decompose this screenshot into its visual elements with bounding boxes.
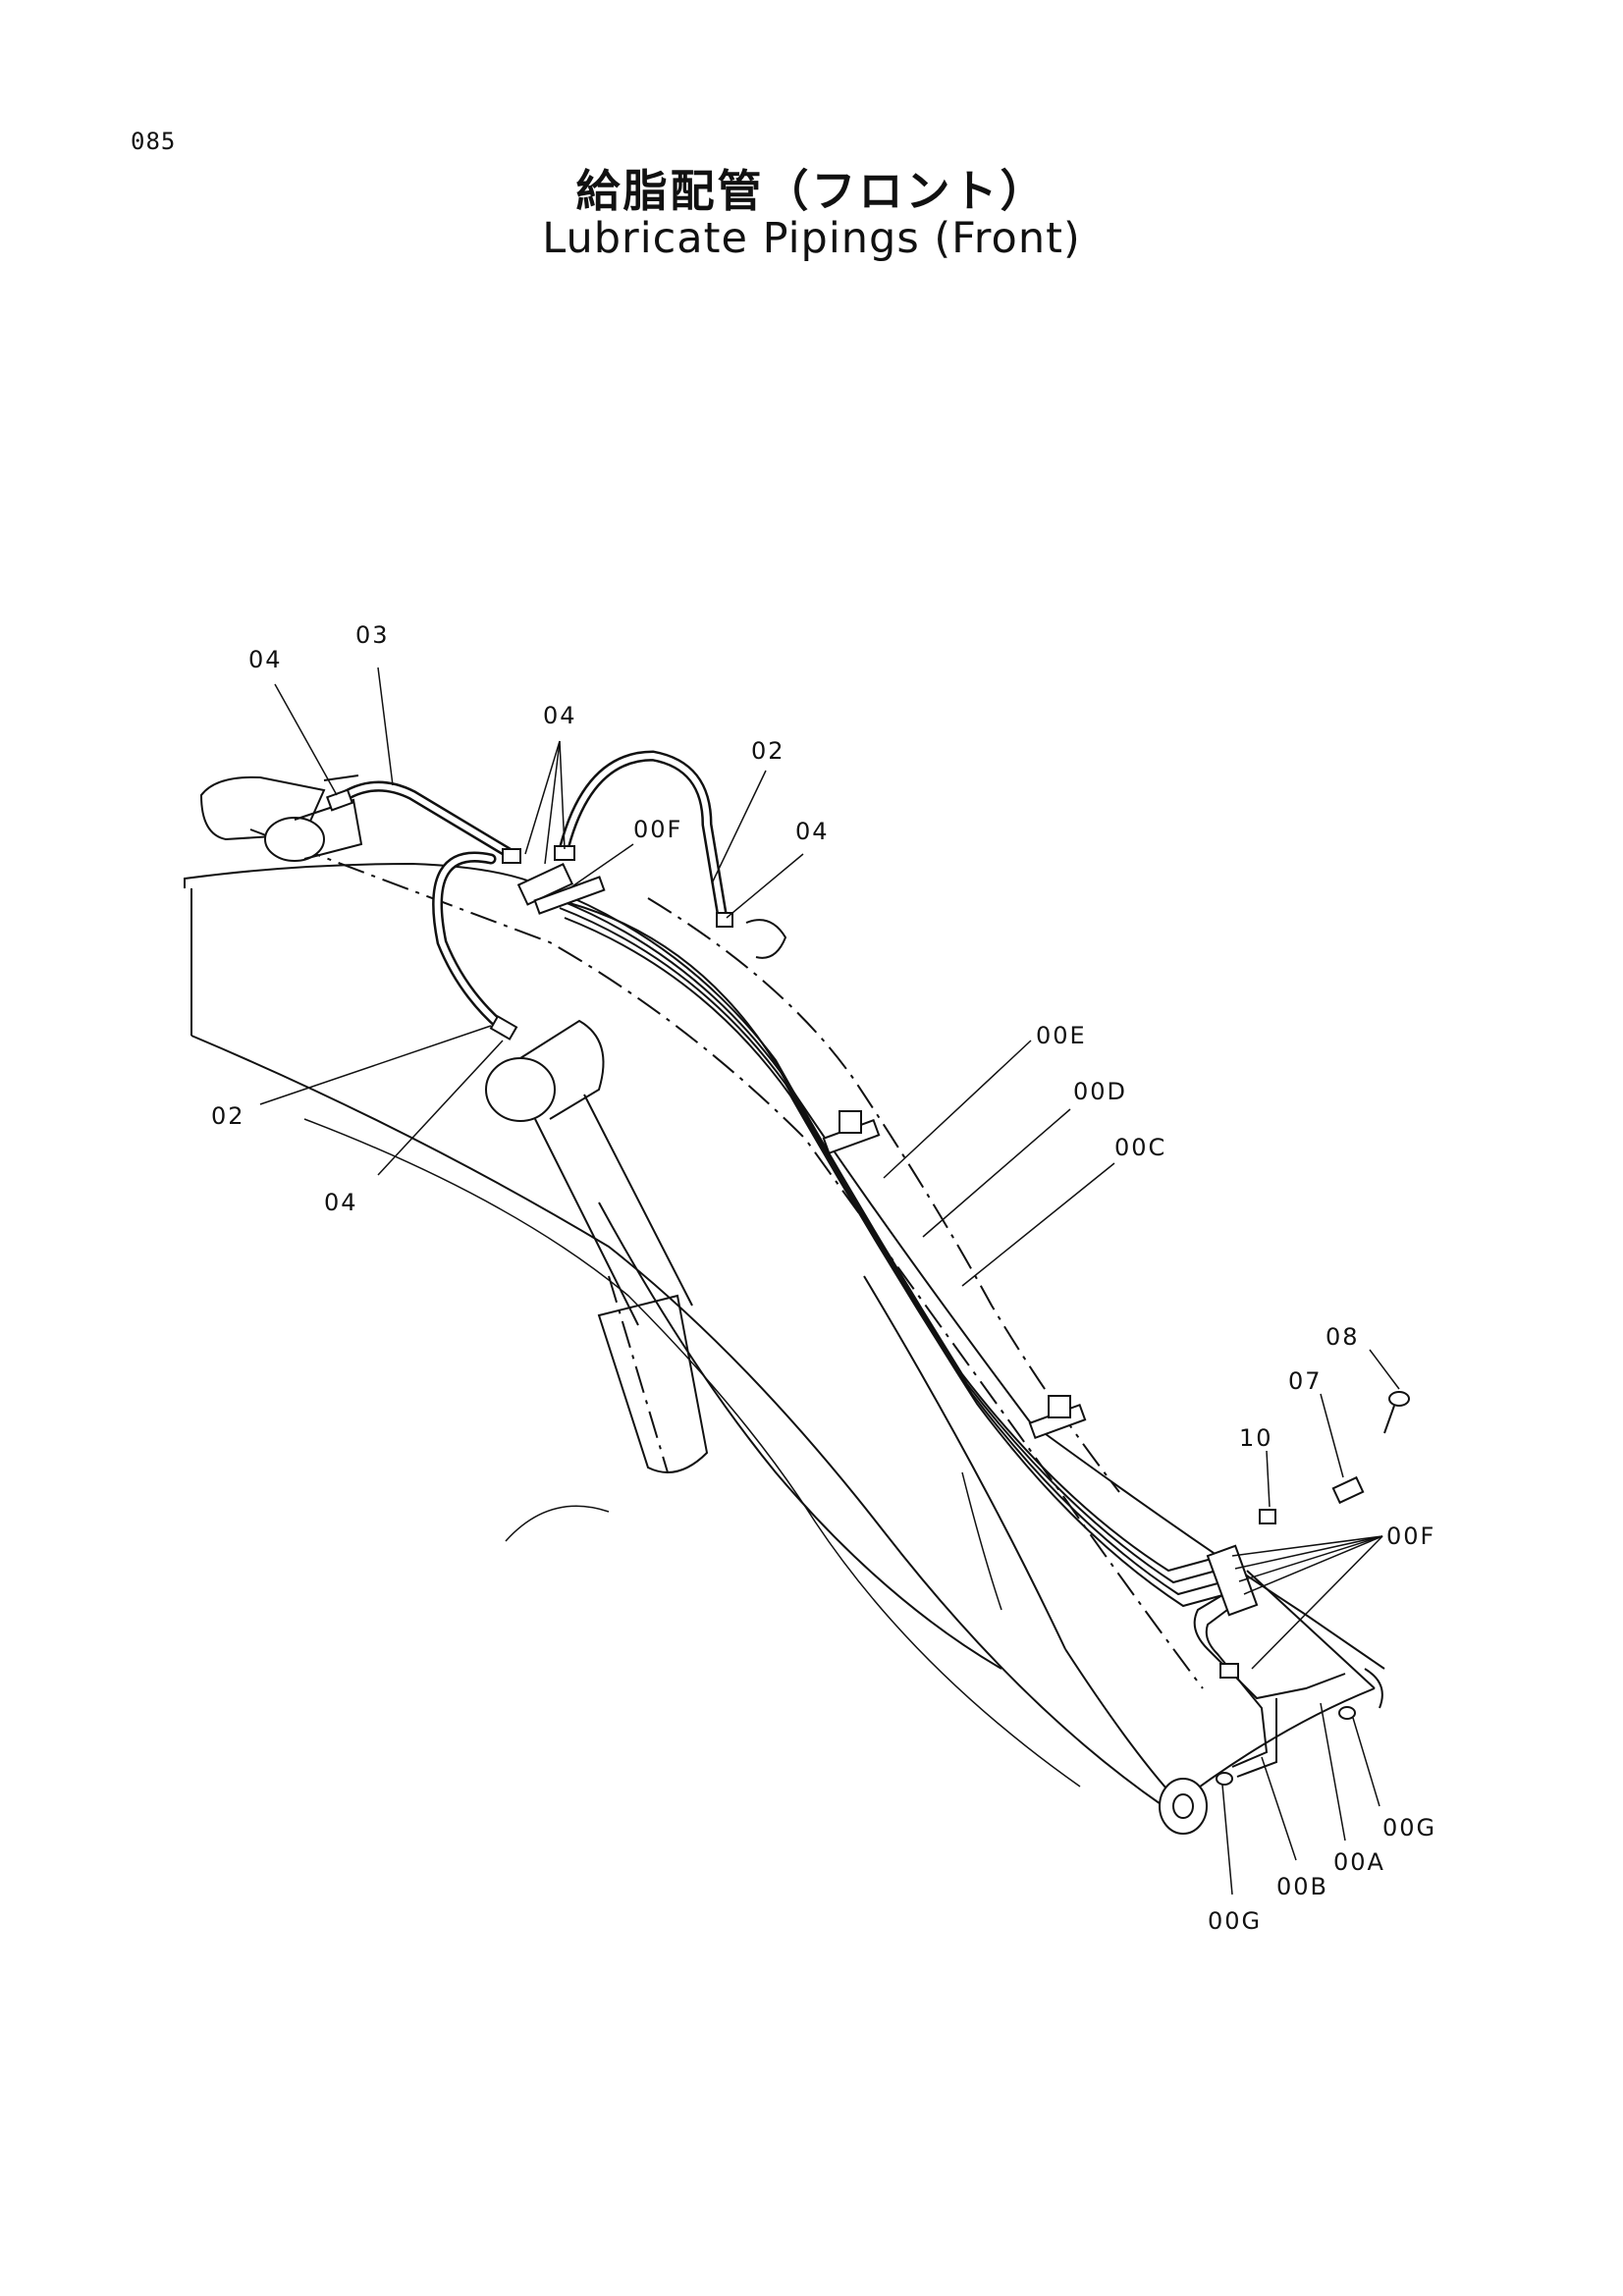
arm-cylinder: [485, 1019, 709, 1473]
boom-foot-pins: [199, 774, 787, 959]
page-number: 085: [131, 128, 177, 155]
callout-04-c: 04: [795, 818, 830, 845]
callout-00g-a: 00G: [1382, 1814, 1436, 1842]
boom-outline: [184, 828, 1385, 1807]
clamps: [516, 863, 1259, 1679]
callout-07: 07: [1288, 1367, 1323, 1395]
callout-00c: 00C: [1114, 1134, 1166, 1161]
callout-labels: 04 03 04 02 00F 04 02 04 00E 00D 00C 08 …: [211, 621, 1436, 1935]
leader-lines: [259, 667, 1400, 1896]
callout-04-a: 04: [248, 646, 283, 673]
callout-03: 03: [355, 621, 390, 649]
callout-02-a: 02: [751, 737, 785, 765]
callout-00g-b: 00G: [1208, 1907, 1262, 1935]
pipe-bundle: [549, 887, 1346, 1778]
boom-tip-bosses: [1159, 1668, 1383, 1835]
callout-08: 08: [1325, 1323, 1360, 1351]
callout-04-d: 04: [324, 1189, 358, 1216]
callout-10: 10: [1239, 1424, 1273, 1452]
callout-00e: 00E: [1036, 1022, 1087, 1049]
title-english: Lubricate Pipings (Front): [542, 214, 1081, 263]
callout-00a: 00A: [1333, 1848, 1385, 1876]
callout-00f-b: 00F: [1386, 1522, 1435, 1550]
callout-00d: 00D: [1073, 1078, 1127, 1105]
title-japanese: 給脂配管（フロント）: [575, 165, 1048, 217]
hoses: [333, 750, 728, 1032]
callout-00f-a: 00F: [633, 816, 682, 843]
callout-04-b: 04: [543, 702, 577, 729]
callout-02-b: 02: [211, 1102, 245, 1130]
callout-00b: 00B: [1276, 1873, 1328, 1900]
fittings: [325, 788, 1410, 1786]
